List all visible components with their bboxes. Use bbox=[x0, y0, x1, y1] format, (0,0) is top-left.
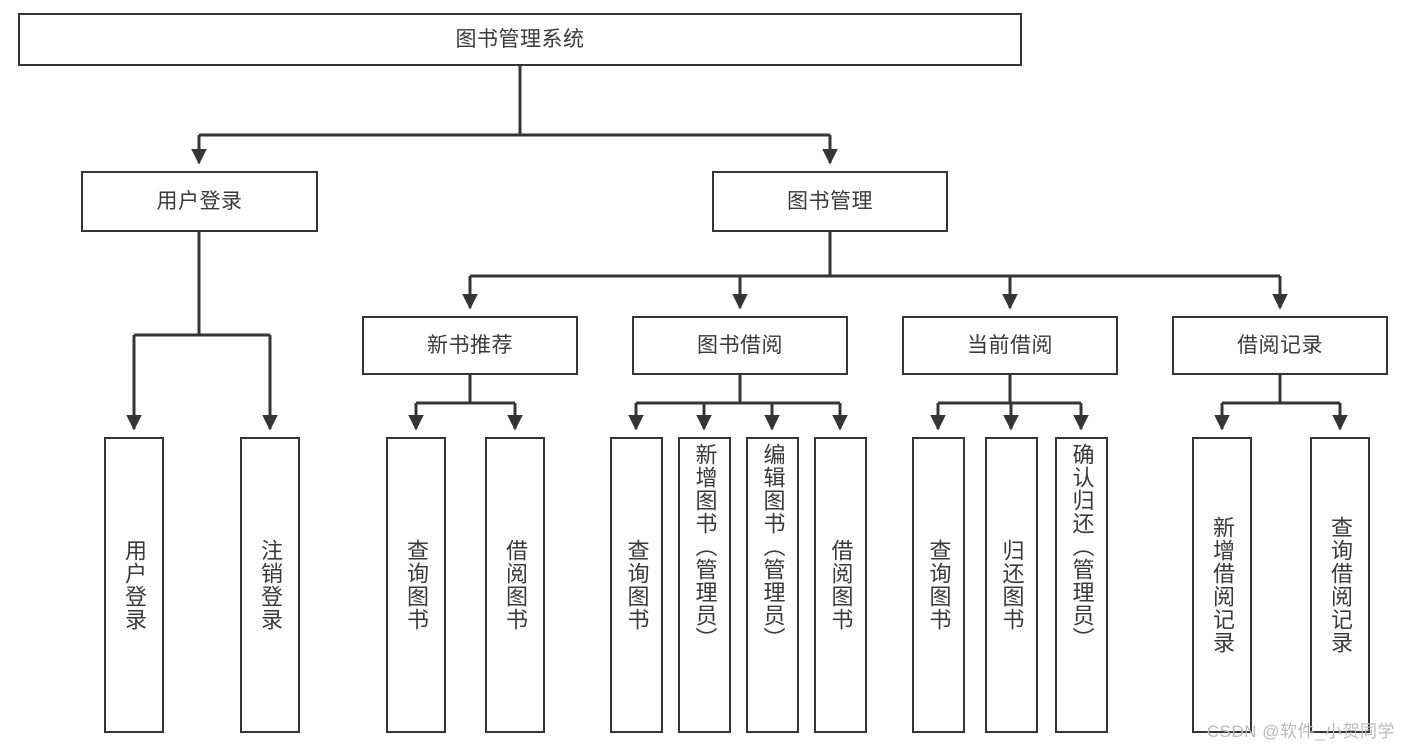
node-leaf-logout[interactable]: 注销登录 bbox=[240, 437, 300, 733]
conn-newbook-to-leaves bbox=[408, 375, 523, 431]
conn-root-to-level2 bbox=[191, 66, 838, 165]
conn-userlogin-to-leaves bbox=[126, 232, 278, 431]
node-current-borrow[interactable]: 当前借阅 bbox=[902, 316, 1118, 375]
node-borrow-records[interactable]: 借阅记录 bbox=[1172, 316, 1388, 375]
node-book-borrow[interactable]: 图书借阅 bbox=[632, 316, 848, 375]
node-leaf-add-book-admin[interactable]: 新增图书（管理员） bbox=[678, 437, 731, 733]
node-leaf-query-book-2-label: 查询图书 bbox=[624, 539, 650, 631]
node-leaf-query-book-1[interactable]: 查询图书 bbox=[386, 437, 446, 733]
node-leaf-confirm-return-admin[interactable]: 确认归还（管理员） bbox=[1055, 437, 1108, 733]
node-root[interactable]: 图书管理系统 bbox=[18, 13, 1022, 66]
node-leaf-borrow-book-1-label: 借阅图书 bbox=[502, 539, 528, 631]
node-leaf-user-login-label: 用户登录 bbox=[121, 539, 147, 631]
conn-current-to-leaves bbox=[930, 375, 1089, 431]
node-current-borrow-label: 当前借阅 bbox=[967, 333, 1053, 357]
node-borrow-records-label: 借阅记录 bbox=[1237, 333, 1323, 357]
node-leaf-query-book-3[interactable]: 查询图书 bbox=[912, 437, 965, 733]
node-new-book-recommend-label: 新书推荐 bbox=[427, 333, 513, 357]
node-book-management[interactable]: 图书管理 bbox=[712, 171, 948, 232]
conn-bookmgmt-to-level3 bbox=[462, 232, 1288, 310]
node-leaf-add-book-admin-label: 新增图书（管理员） bbox=[692, 443, 718, 650]
node-root-label: 图书管理系统 bbox=[455, 27, 585, 51]
node-new-book-recommend[interactable]: 新书推荐 bbox=[362, 316, 578, 375]
node-book-management-label: 图书管理 bbox=[787, 189, 873, 213]
node-leaf-user-login[interactable]: 用户登录 bbox=[104, 437, 164, 733]
node-leaf-query-borrow-record-label: 查询借阅记录 bbox=[1327, 516, 1353, 654]
node-user-login[interactable]: 用户登录 bbox=[81, 171, 318, 232]
node-leaf-logout-label: 注销登录 bbox=[257, 539, 283, 631]
node-leaf-edit-book-admin-label: 编辑图书（管理员） bbox=[760, 443, 786, 650]
node-leaf-borrow-book-1[interactable]: 借阅图书 bbox=[485, 437, 545, 733]
node-leaf-add-borrow-record-label: 新增借阅记录 bbox=[1209, 516, 1235, 654]
node-leaf-return-book-label: 归还图书 bbox=[999, 539, 1025, 631]
conn-borrow-to-leaves bbox=[628, 375, 848, 431]
node-leaf-borrow-book-2-label: 借阅图书 bbox=[828, 539, 854, 631]
conn-records-to-leaves bbox=[1214, 375, 1348, 431]
node-leaf-query-book-3-label: 查询图书 bbox=[926, 539, 952, 631]
node-leaf-return-book[interactable]: 归还图书 bbox=[985, 437, 1038, 733]
node-leaf-query-book-2[interactable]: 查询图书 bbox=[610, 437, 663, 733]
node-book-borrow-label: 图书借阅 bbox=[697, 333, 783, 357]
node-leaf-query-book-1-label: 查询图书 bbox=[403, 539, 429, 631]
node-leaf-borrow-book-2[interactable]: 借阅图书 bbox=[814, 437, 867, 733]
node-user-login-label: 用户登录 bbox=[156, 189, 243, 213]
node-leaf-add-borrow-record[interactable]: 新增借阅记录 bbox=[1192, 437, 1252, 733]
node-leaf-confirm-return-admin-label: 确认归还（管理员） bbox=[1069, 443, 1095, 650]
node-leaf-query-borrow-record[interactable]: 查询借阅记录 bbox=[1310, 437, 1370, 733]
node-leaf-edit-book-admin[interactable]: 编辑图书（管理员） bbox=[746, 437, 799, 733]
